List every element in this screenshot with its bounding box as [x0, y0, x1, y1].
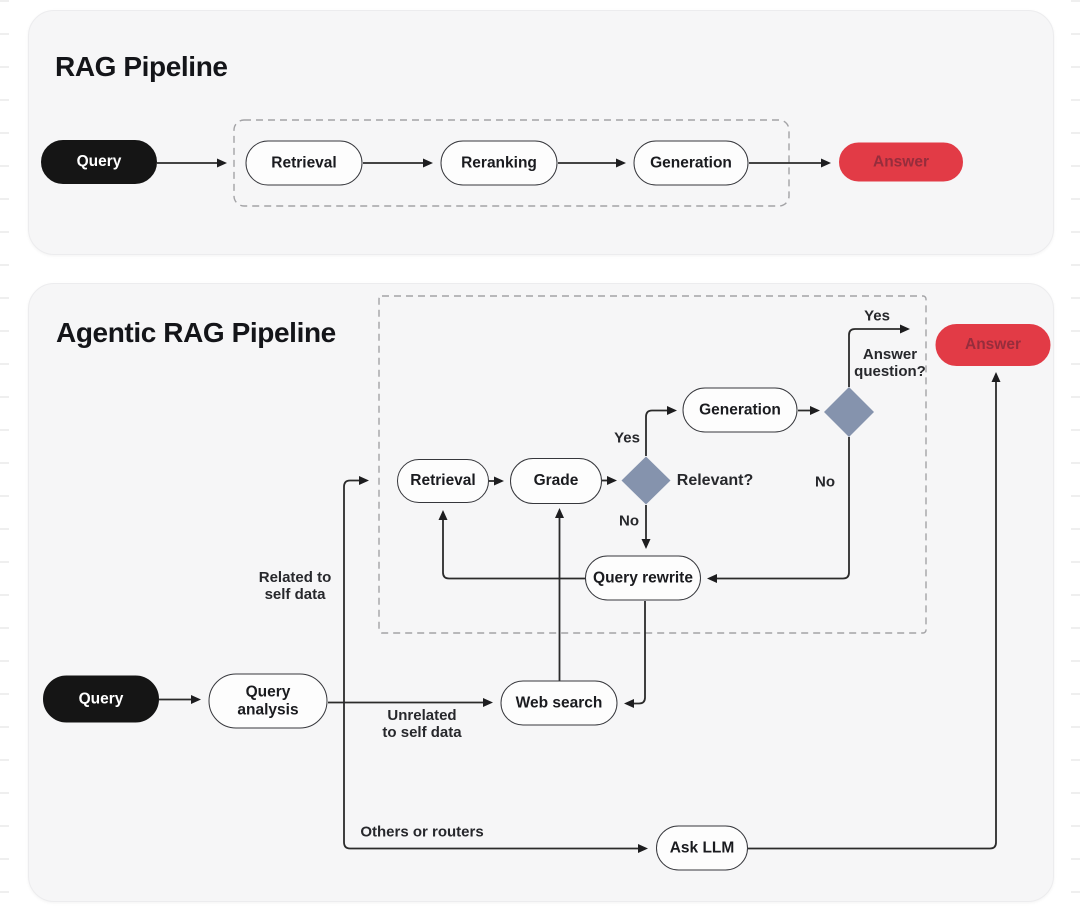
related-to-self-data-label: Related to self data [258, 568, 332, 603]
arrow-queryrewrite-to-retrieval [438, 510, 586, 580]
left-margin-ruler [0, 0, 9, 920]
rag-pipeline-panel: RAG Pipeline Query Retrieval Reranking G… [28, 10, 1054, 255]
answer-end-node: Answer [935, 324, 1051, 366]
answer-end-node: Answer [839, 142, 963, 182]
unrelated-to-self-data-label: Unrelated to self data [382, 706, 462, 741]
arrow-answerquestion-no-to-queryrewrite [707, 437, 850, 583]
rag-pipeline-title: RAG Pipeline [55, 51, 228, 82]
retrieval-node: Retrieval [397, 459, 489, 503]
agentic-connectors [159, 295, 1001, 853]
agentic-rag-pipeline-title: Agentic RAG Pipeline [56, 317, 336, 348]
arrow-analysis-to-askllm [343, 702, 648, 853]
arrow-queryrewrite-to-websearch [624, 601, 646, 708]
query-start-node: Query [43, 675, 159, 723]
query-rewrite-node: Query rewrite [585, 555, 701, 601]
right-margin-ruler [1071, 0, 1080, 920]
reranking-node: Reranking [440, 140, 558, 186]
arrow-answerquestion-yes-to-answer [848, 324, 910, 387]
relevant-question-label: Relevant? [676, 471, 754, 489]
retrieval-node: Retrieval [245, 140, 363, 186]
others-or-routers-label: Others or routers [360, 823, 484, 841]
web-search-node: Web search [500, 680, 618, 726]
relevant-no-label: No [619, 512, 639, 530]
agentic-dashed-boundary [378, 295, 927, 634]
query-start-node: Query [41, 140, 157, 184]
query-analysis-node: Query analysis [208, 673, 328, 729]
grade-node: Grade [510, 458, 602, 504]
arrow-analysis-to-retrieval [343, 476, 369, 703]
answer-question-decision-diamond [824, 387, 874, 437]
answer-question-label: Answer question? [854, 345, 926, 380]
relevant-decision-diamond [621, 456, 671, 505]
ask-llm-node: Ask LLM [656, 825, 748, 871]
arrow-askllm-to-answer [748, 372, 1001, 850]
generation-node: Generation [682, 387, 798, 433]
rag-dashed-boundary [233, 119, 790, 207]
arrow-relevant-yes-to-generation [645, 406, 677, 456]
generation-node: Generation [633, 140, 749, 186]
relevant-yes-label: Yes [614, 429, 640, 447]
answer-no-label: No [815, 473, 835, 491]
agentic-rag-pipeline-panel: Agentic RAG Pipeline [28, 283, 1054, 902]
answer-yes-label: Yes [864, 307, 890, 325]
rag-pipeline-connectors [157, 119, 831, 207]
